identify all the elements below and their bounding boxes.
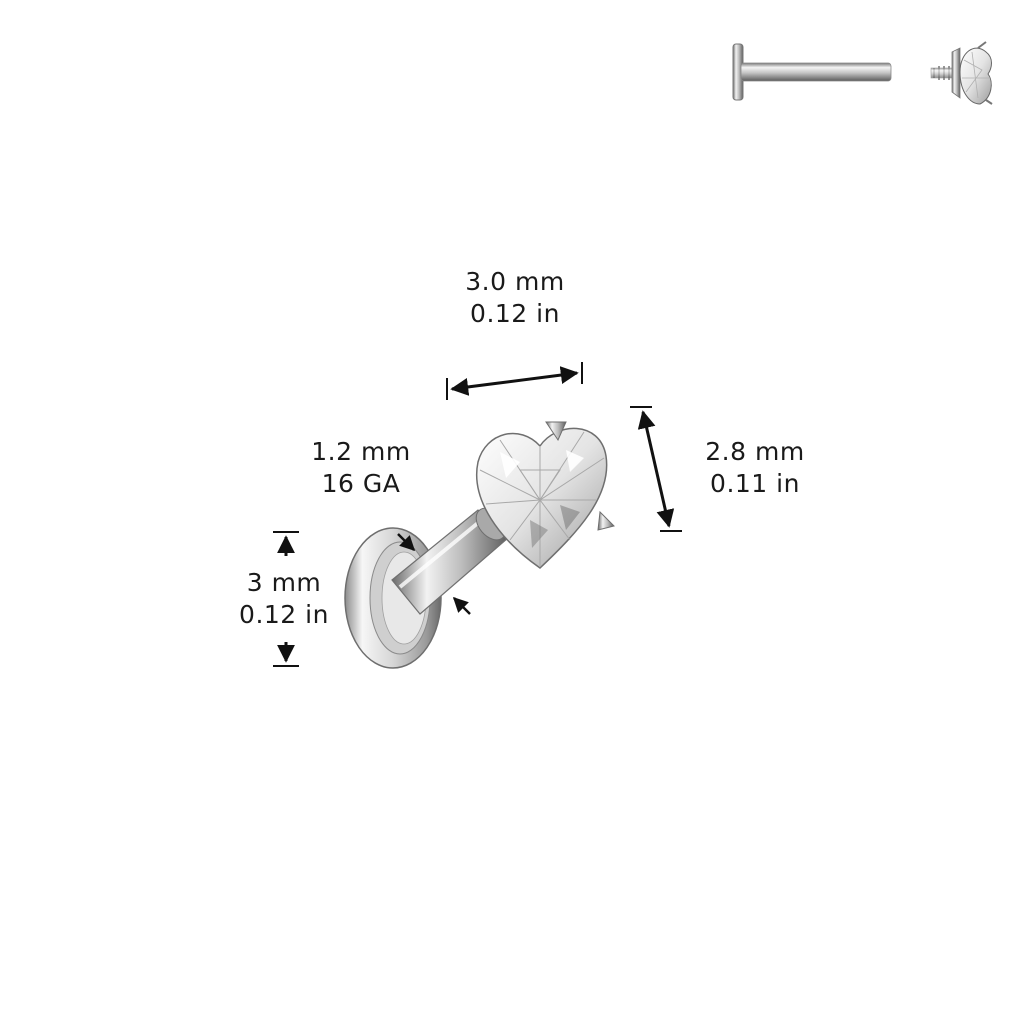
- disc-metric: 3 mm: [246, 568, 322, 597]
- gem-width-dimension-line: [446, 362, 583, 400]
- disc-label: 3 mm 0.12 in: [222, 567, 346, 631]
- heart-gem: [476, 421, 615, 569]
- gauge-ga: 16 GA: [321, 469, 401, 498]
- gauge-metric: 1.2 mm: [311, 437, 411, 466]
- gem-width-metric: 3.0 mm: [465, 267, 565, 296]
- disc-dimension-line: [273, 531, 299, 667]
- gem-width-label: 3.0 mm 0.12 in: [450, 266, 580, 330]
- threaded-heart-gem-top-icon: [930, 41, 993, 105]
- gem-height-dimension-line: [630, 406, 682, 532]
- flat-back-post-icon: [732, 43, 892, 101]
- gem-height-metric: 2.8 mm: [705, 437, 805, 466]
- gem-width-imperial: 0.12 in: [470, 299, 560, 328]
- gem-height-imperial: 0.11 in: [710, 469, 800, 498]
- gem-height-label: 2.8 mm 0.11 in: [690, 436, 820, 500]
- gauge-label: 1.2 mm 16 GA: [296, 436, 426, 500]
- gauge-dimension-arrows: [397, 533, 471, 615]
- disc-imperial: 0.12 in: [239, 600, 329, 629]
